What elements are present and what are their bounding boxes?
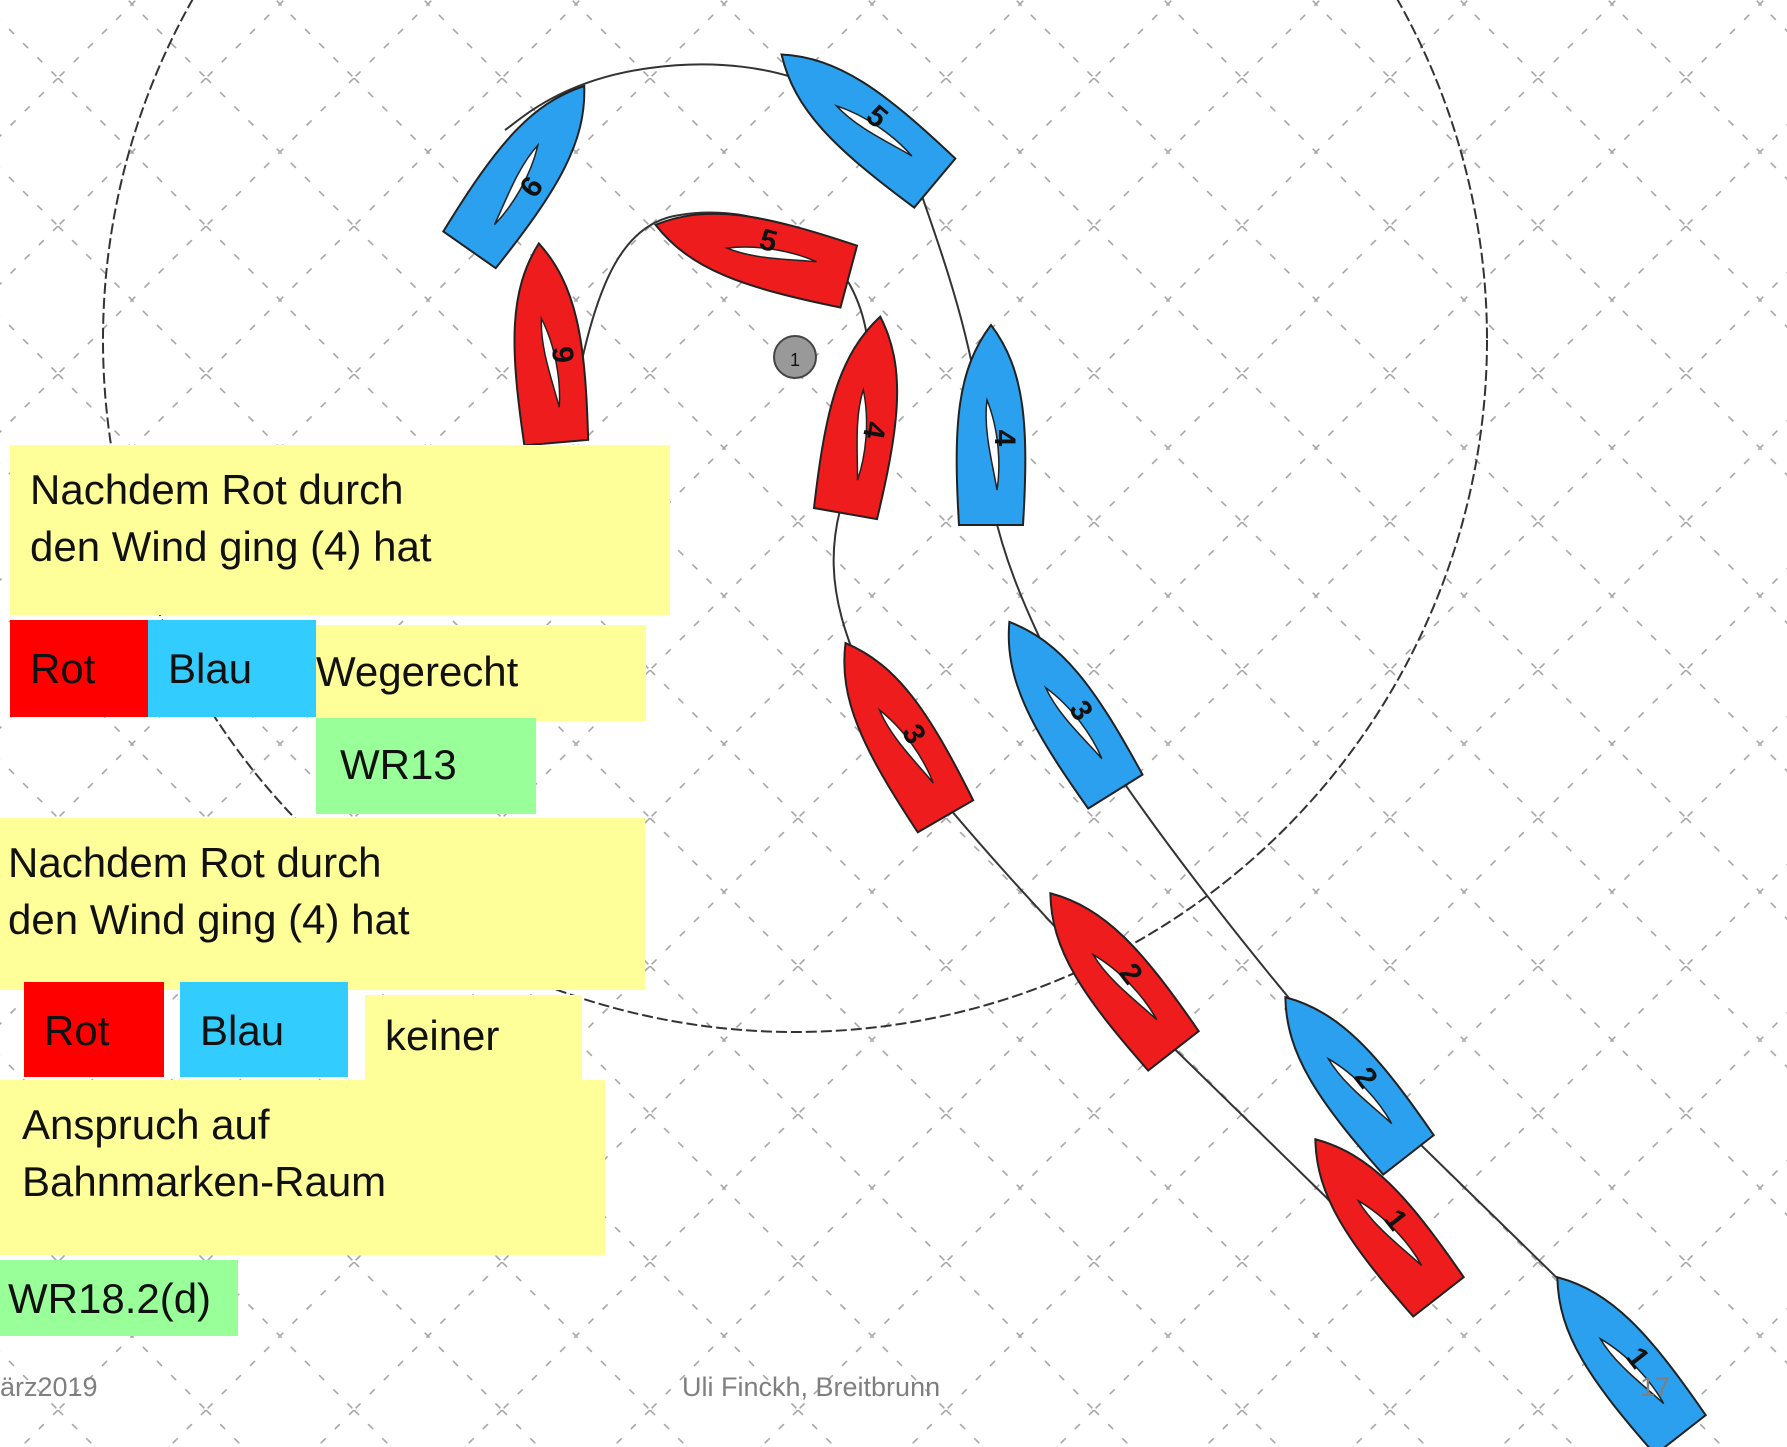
mark-1: 1	[773, 335, 817, 379]
blue-boat-4: 4	[955, 323, 1027, 526]
blue-boat-sail	[1598, 1336, 1665, 1405]
mark-buoy	[773, 335, 817, 379]
explanation-box-2-line-2: den Wind ging (4) hat	[8, 896, 410, 943]
rule-label-wr18: WR18.2(d)	[0, 1260, 238, 1336]
red-boat-1: 1	[1314, 1137, 1466, 1318]
blau-label-1: Blau	[148, 620, 316, 717]
explanation-box-3-line-2: Bahnmarken-Raum	[22, 1158, 387, 1205]
right-of-way-label: Wegerecht	[316, 625, 646, 721]
blau-label-2: Blau	[180, 982, 348, 1077]
explanation-box-3-line-1: Anspruch auf	[22, 1101, 270, 1148]
red-boat-hull	[812, 314, 899, 521]
red-boat-5: 5	[653, 212, 859, 309]
red-boat-2: 2	[1049, 891, 1201, 1072]
explanation-box-2: Nachdem Rot durch den Wind ging (4) hat	[0, 818, 645, 990]
red-boat-sail	[877, 707, 934, 784]
footer-date: ärz2019	[0, 1372, 98, 1402]
blue-boat-hull	[441, 84, 586, 270]
explanation-box-1: Nachdem Rot durch den Wind ging (4) hat	[10, 445, 670, 615]
rot-label-2: Rot	[24, 982, 164, 1077]
blue-boat-sail	[833, 104, 913, 157]
red-boat-sail	[724, 246, 817, 263]
explanation-box-3: Anspruch auf Bahnmarken-Raum	[0, 1080, 605, 1255]
red-boat-sail	[1356, 1198, 1423, 1267]
red-boat-hull	[653, 212, 859, 309]
explanation-box-2-line-1: Nachdem Rot durch	[8, 839, 382, 886]
red-boat-sail	[1091, 952, 1158, 1021]
blue-boat-5: 5	[780, 53, 957, 209]
explanation-box-1-line-2: den Wind ging (4) hat	[30, 523, 432, 570]
footer-page-number: 17	[1640, 1372, 1671, 1402]
blue-boat-number: 4	[988, 430, 1021, 447]
red-boat-number: 9	[545, 345, 579, 365]
zone-circle	[102, 0, 1488, 1033]
blue-boat-sail	[1043, 685, 1103, 760]
rule-label-wr13: WR13	[316, 718, 536, 814]
blue-boat-sail	[493, 142, 540, 226]
blue-boat-sail	[1326, 1056, 1393, 1125]
red-boat-4: 4	[812, 314, 899, 521]
explanation-box-1-line-1: Nachdem Rot durch	[30, 466, 404, 513]
blue-boat-9: 9	[441, 84, 586, 270]
red-boat-number: 4	[856, 419, 891, 441]
no-right-label: keiner	[365, 995, 582, 1081]
red-boat-sail	[540, 315, 561, 408]
red-boat-9: 9	[513, 241, 590, 447]
red-boat-sail	[856, 386, 868, 481]
blue-boat-2: 2	[1284, 995, 1436, 1176]
footer-author: Uli Finckh, Breitbrunn	[682, 1372, 941, 1402]
blue-boat-3: 3	[1007, 620, 1144, 810]
rot-label-1: Rot	[10, 620, 148, 717]
red-boat-hull	[843, 641, 975, 834]
mark-label: 1	[790, 350, 800, 370]
blue-boat-1: 1	[1556, 1275, 1708, 1447]
blue-boat-sail	[985, 397, 1000, 491]
red-boat-3: 3	[843, 641, 975, 834]
